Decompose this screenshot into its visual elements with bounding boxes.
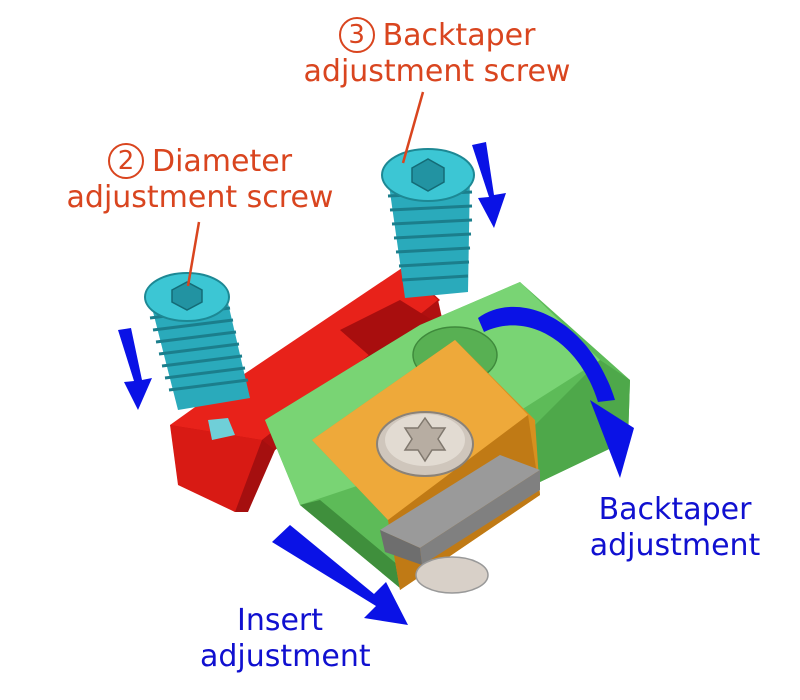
callout-number-3: 3 <box>338 17 375 53</box>
torx-clamp-screw <box>376 411 474 477</box>
backtaper-callout-leader <box>401 91 425 164</box>
backtaper-rotation-arrow <box>478 306 634 478</box>
backtaper-callout-subtitle: adjustment screw <box>303 54 571 89</box>
bottom-stud <box>415 556 489 594</box>
diameter-callout-subtitle: adjustment screw <box>66 180 334 215</box>
insert-adjustment-arrow <box>272 525 408 625</box>
diameter-screw-arrow <box>118 328 152 410</box>
callout-number-2: 2 <box>107 143 144 179</box>
diameter-screw <box>144 272 250 440</box>
backtaper-screw-arrow <box>472 142 506 228</box>
insert-adjustment-label: Insert adjustment <box>200 603 371 674</box>
diameter-callout-leader <box>186 221 201 287</box>
grey-insert-blade <box>380 455 540 565</box>
backtaper-screw <box>381 148 475 298</box>
backtaper-adjustment-label: Backtaper adjustment <box>589 492 761 563</box>
